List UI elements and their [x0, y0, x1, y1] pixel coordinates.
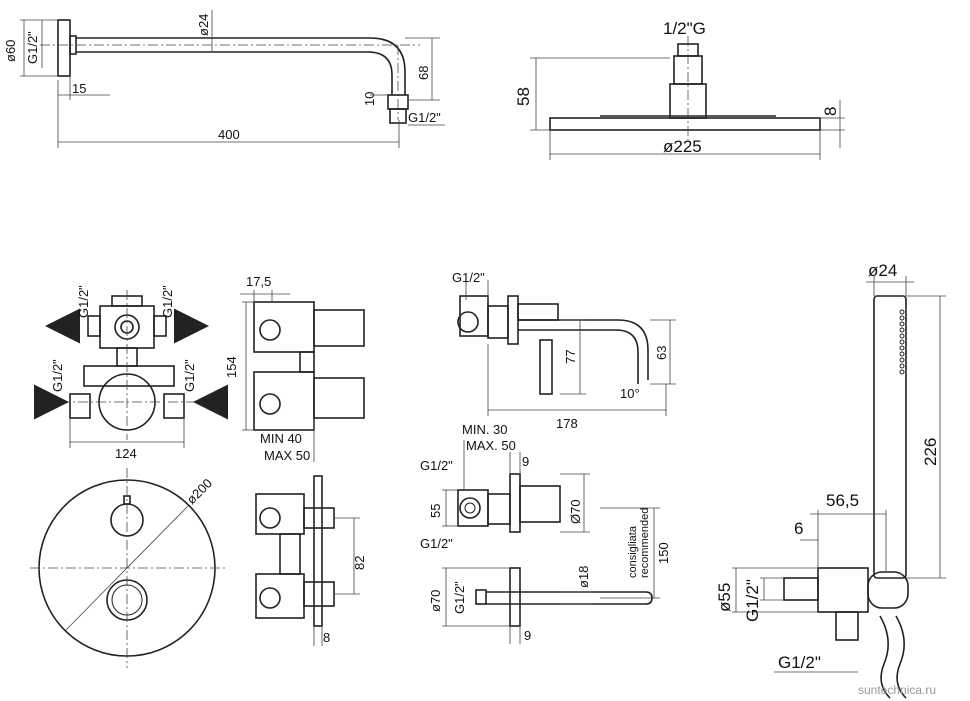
label-55: 55	[428, 504, 443, 518]
label-consigliata: consigliata	[627, 525, 639, 578]
label-150: 150	[656, 542, 671, 564]
label-15: 15	[72, 81, 86, 96]
plate-edge	[313, 475, 323, 627]
label-spout2-thread-a: G1/2"	[420, 458, 453, 473]
label-recommended: recommended	[639, 508, 651, 578]
valve-side-drawing: 17,5 154 MIN 40 MAX 50	[224, 274, 365, 463]
shower-arm-drawing: ø60 G1/2" ø24 15 10 68 G1/2" 400	[3, 10, 445, 148]
label-max50b: MAX. 50	[466, 438, 516, 453]
label-d18: ø18	[576, 566, 591, 588]
head-plate	[549, 117, 821, 131]
plate-side-drawing: 82 8	[255, 475, 367, 646]
label-8-plate: 8	[323, 630, 330, 645]
spout-pipe-drawing: ø70 G1/2" ø18 9	[428, 566, 653, 644]
label-9b: 9	[524, 628, 531, 643]
shower-head-drawing: 1/2"G 58 8 ø225	[514, 19, 845, 160]
label-valve-t1: G1/2"	[76, 285, 91, 318]
label-d225: ø225	[663, 137, 702, 156]
watermark: suntechnica.ru	[858, 683, 936, 697]
label-68: 68	[416, 66, 431, 80]
label-min30: MIN. 30	[462, 422, 508, 437]
label-d70a: Ø70	[568, 499, 583, 524]
label-thread-top: G1/2"	[25, 31, 40, 64]
label-82: 82	[352, 556, 367, 570]
label-d200: ø200	[184, 476, 216, 508]
label-8: 8	[821, 107, 840, 116]
label-spout2-thread-b: G1/2"	[420, 536, 453, 551]
valve-front-drawing: G1/2" G1/2" G1/2" G1/2" 124	[34, 285, 228, 461]
label-head-thread: 1/2"G	[663, 19, 706, 38]
label-thread-bottom: G1/2"	[408, 110, 441, 125]
label-154: 154	[224, 356, 239, 378]
label-124: 124	[115, 446, 137, 461]
label-valve-t4: G1/2"	[182, 359, 197, 392]
label-valve-t3: G1/2"	[50, 359, 65, 392]
nozzle-dots	[899, 309, 905, 375]
label-226: 226	[921, 438, 940, 466]
label-spout2-thread-c: G1/2"	[452, 581, 467, 614]
label-hand-thread-b: G1/2"	[778, 653, 821, 672]
cover-plate-drawing: ø200	[30, 468, 225, 668]
label-min40: MIN 40	[260, 431, 302, 446]
label-58: 58	[514, 87, 533, 106]
label-spout-thread: G1/2"	[452, 270, 485, 285]
label-hand-thread-a: G1/2"	[743, 579, 762, 622]
label-178: 178	[556, 416, 578, 431]
label-d70b: ø70	[428, 590, 443, 612]
label-10: 10	[362, 92, 377, 106]
label-10deg: 10°	[620, 386, 640, 401]
label-56-5: 56,5	[826, 491, 859, 510]
label-9a: 9	[522, 454, 529, 469]
label-77: 77	[563, 350, 578, 364]
label-hand-d55: ø55	[715, 583, 734, 612]
label-17-5: 17,5	[246, 274, 271, 289]
arm-pipe	[76, 37, 406, 95]
wall-flange	[57, 19, 71, 77]
label-d60: ø60	[3, 40, 18, 62]
spout-side-drawing: G1/2" 77 63 10° 178	[452, 270, 676, 431]
label-63: 63	[654, 346, 669, 360]
label-d24: ø24	[196, 14, 211, 36]
label-400: 400	[218, 127, 240, 142]
spout-body-drawing: MIN. 30 MAX. 50 9 G1/2" 55 Ø70 G1/2" con…	[420, 422, 671, 599]
label-valve-t2: G1/2"	[160, 285, 175, 318]
label-hand-d24: ø24	[868, 261, 897, 280]
label-max50: MAX 50	[264, 448, 310, 463]
hand-shower-drawing: ø24 226 56,5 6 ø55 G1/2" G1/2"	[715, 261, 946, 699]
label-6: 6	[794, 519, 803, 538]
